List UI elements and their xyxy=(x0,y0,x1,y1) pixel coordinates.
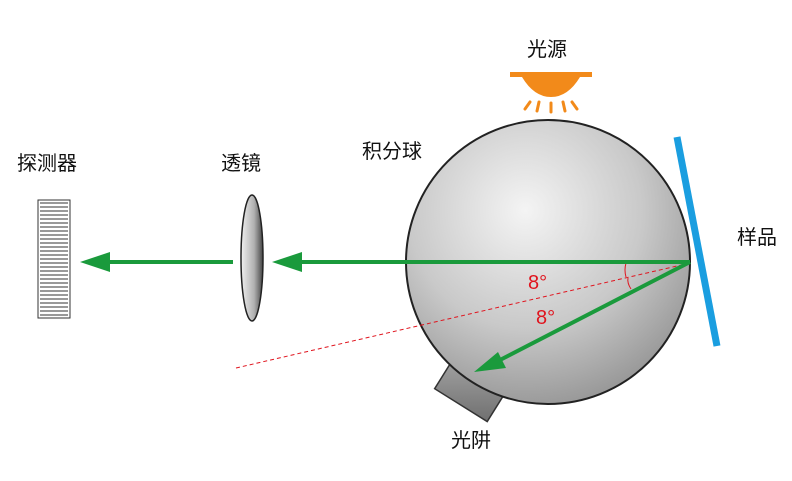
detector-grating xyxy=(40,202,68,316)
lamp-icon xyxy=(510,72,592,97)
detector: 探测器 xyxy=(17,151,77,319)
sample: 样品 xyxy=(673,136,777,347)
angle-label-upper: 8° xyxy=(528,272,547,294)
sample-plate xyxy=(673,136,721,347)
beams xyxy=(80,252,691,372)
lens-label: 透镜 xyxy=(221,151,261,175)
integrating-sphere-label: 积分球 xyxy=(362,139,422,163)
light-rays-icon xyxy=(523,100,579,114)
reflected-beam xyxy=(272,252,690,272)
light-trap-label: 光阱 xyxy=(451,428,491,452)
angle-arcs xyxy=(624,262,632,290)
light-source: 光源 xyxy=(510,37,592,114)
lens-shape xyxy=(240,194,264,322)
detector-label: 探测器 xyxy=(17,151,77,175)
specular-beam xyxy=(474,260,691,372)
lens: 透镜 xyxy=(221,151,264,322)
reference-dashed-line xyxy=(235,262,691,369)
light-source-label: 光源 xyxy=(527,37,567,61)
sample-label: 样品 xyxy=(737,225,777,249)
outgoing-beam xyxy=(80,252,233,272)
angle-label-lower: 8° xyxy=(536,307,555,329)
